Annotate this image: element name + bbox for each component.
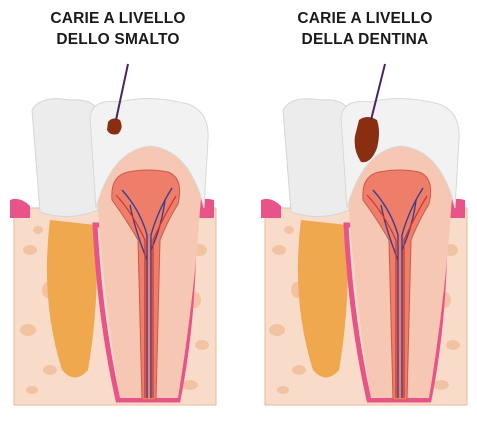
caries-lesion <box>107 118 122 134</box>
tooth-cross-section-icon <box>261 64 467 405</box>
tooth-cross-section-icon <box>10 64 216 405</box>
gum <box>10 199 30 218</box>
tooth-enamel-caries-illustration <box>0 0 230 422</box>
tooth-dentin-caries-illustration <box>255 0 477 422</box>
gum <box>261 199 281 218</box>
